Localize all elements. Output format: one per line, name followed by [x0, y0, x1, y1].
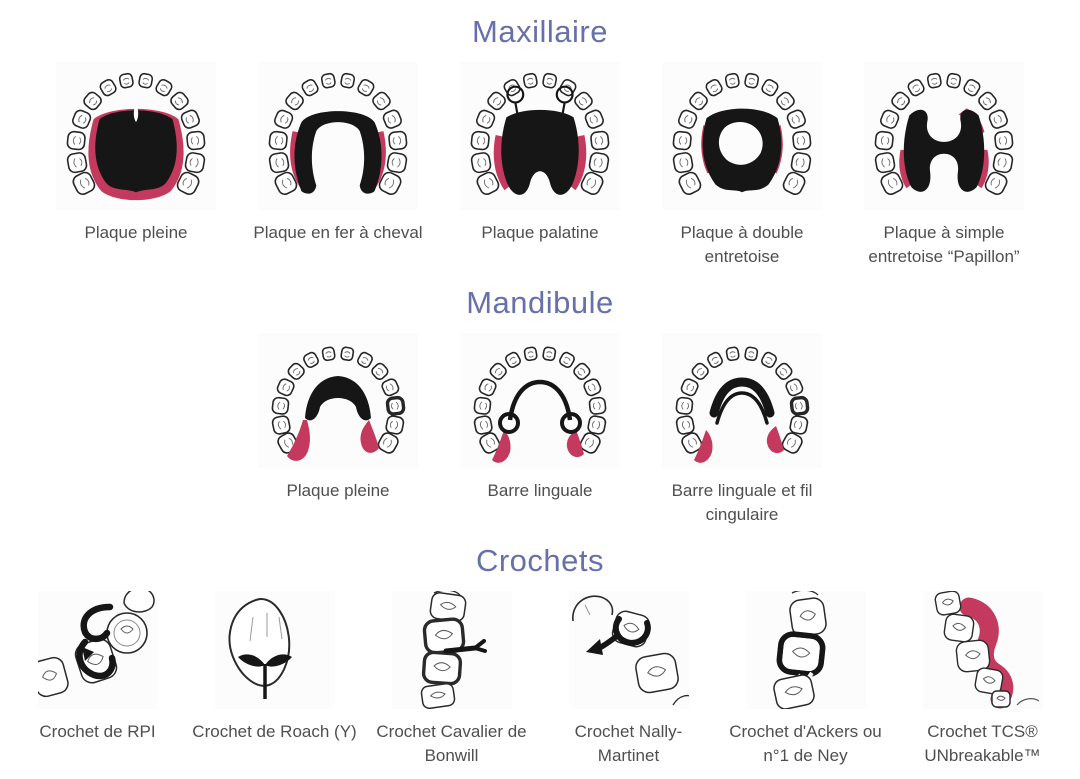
- figure-caption: Crochet de RPI: [39, 722, 156, 741]
- figure-caption: Crochet Cavalier de Bonwill: [376, 722, 527, 765]
- figure-mandibular-full-plate: Plaque pleine: [237, 333, 439, 503]
- section-title-crochets: Crochets: [475, 543, 605, 578]
- maxillary-horseshoe-plate-illustration: [258, 62, 418, 210]
- figure-nally-martinet-clasp: Crochet Nally-Martinet: [540, 591, 717, 768]
- figure-caption: Plaque palatine: [481, 223, 599, 242]
- figure-maxillary-full-plate: Plaque pleine: [35, 62, 237, 245]
- maxillary-single-strap-butterfly-plate-illustration: [864, 62, 1024, 210]
- figure-bonwill-clasp: Crochet Cavalier de Bonwill: [363, 591, 540, 768]
- section-title-maxillaire: Maxillaire: [472, 14, 608, 49]
- maxillary-palatal-plate-illustration: [460, 62, 620, 210]
- maxillaire-figures-row: Plaque pleine Plaque en fer à cheval Pla…: [0, 62, 1080, 269]
- section-maxillaire: Maxillaire Plaque pleine Plaque en fer à…: [0, 12, 1080, 269]
- section-mandibule: Mandibule Plaque pleine Barre linguale B…: [0, 283, 1080, 527]
- maxillary-full-plate-illustration: [56, 62, 216, 210]
- figure-caption: Plaque en fer à cheval: [253, 223, 423, 242]
- figure-mandibular-lingual-bar-cingulum-wire: Barre linguale et fil cingulaire: [641, 333, 843, 527]
- tcs-unbreakable-clasp-illustration: [922, 591, 1043, 709]
- mandibular-lingual-bar-illustration: [460, 333, 620, 468]
- mandibular-lingual-bar-cingulum-wire-illustration: [662, 333, 822, 468]
- figure-rpi-clasp: Crochet de RPI: [9, 591, 186, 744]
- figure-caption: Plaque à double entretoise: [680, 223, 804, 266]
- figure-caption: Barre linguale: [487, 481, 593, 500]
- figure-mandibular-lingual-bar: Barre linguale: [439, 333, 641, 503]
- figure-maxillary-double-strap-plate: Plaque à double entretoise: [641, 62, 843, 269]
- figure-maxillary-palatal-plate: Plaque palatine: [439, 62, 641, 245]
- section-title-mandibule: Mandibule: [466, 285, 614, 320]
- figure-tcs-unbreakable-clasp: Crochet TCS® UNbreakable™: [894, 591, 1071, 768]
- roach-y-clasp-illustration: [214, 591, 335, 709]
- crochets-figures-row: Crochet de RPI Crochet de Roach (Y) Croc…: [0, 591, 1080, 768]
- nally-martinet-clasp-illustration: [568, 591, 689, 709]
- figure-caption: Crochet TCS® UNbreakable™: [924, 722, 1041, 765]
- figure-roach-y-clasp: Crochet de Roach (Y): [186, 591, 363, 744]
- figure-caption: Plaque pleine: [286, 481, 390, 500]
- figure-maxillary-horseshoe-plate: Plaque en fer à cheval: [237, 62, 439, 245]
- figure-caption: Crochet Nally-Martinet: [574, 722, 683, 765]
- maxillary-double-strap-plate-illustration: [662, 62, 822, 210]
- figure-maxillary-single-strap-plate: Plaque à simple entretoise “Papillon”: [843, 62, 1045, 269]
- figure-ackers-clasp: Crochet d'Ackers ou n°1 de Ney: [717, 591, 894, 768]
- figure-caption: Crochet d'Ackers ou n°1 de Ney: [729, 722, 882, 765]
- mandibule-figures-row: Plaque pleine Barre linguale Barre lingu…: [0, 333, 1080, 527]
- section-crochets: Crochets Crochet de RPI Crochet de Roach…: [0, 541, 1080, 768]
- figure-caption: Crochet de Roach (Y): [192, 722, 357, 741]
- figure-caption: Plaque pleine: [84, 223, 188, 242]
- bonwill-saddle-clasp-illustration: [391, 591, 512, 709]
- figure-caption: Plaque à simple entretoise “Papillon”: [868, 223, 1020, 266]
- ackers-ney1-clasp-illustration: [745, 591, 866, 709]
- figure-caption: Barre linguale et fil cingulaire: [671, 481, 813, 524]
- mandibular-full-plate-illustration: [258, 333, 418, 468]
- rpi-clasp-illustration: [37, 591, 158, 709]
